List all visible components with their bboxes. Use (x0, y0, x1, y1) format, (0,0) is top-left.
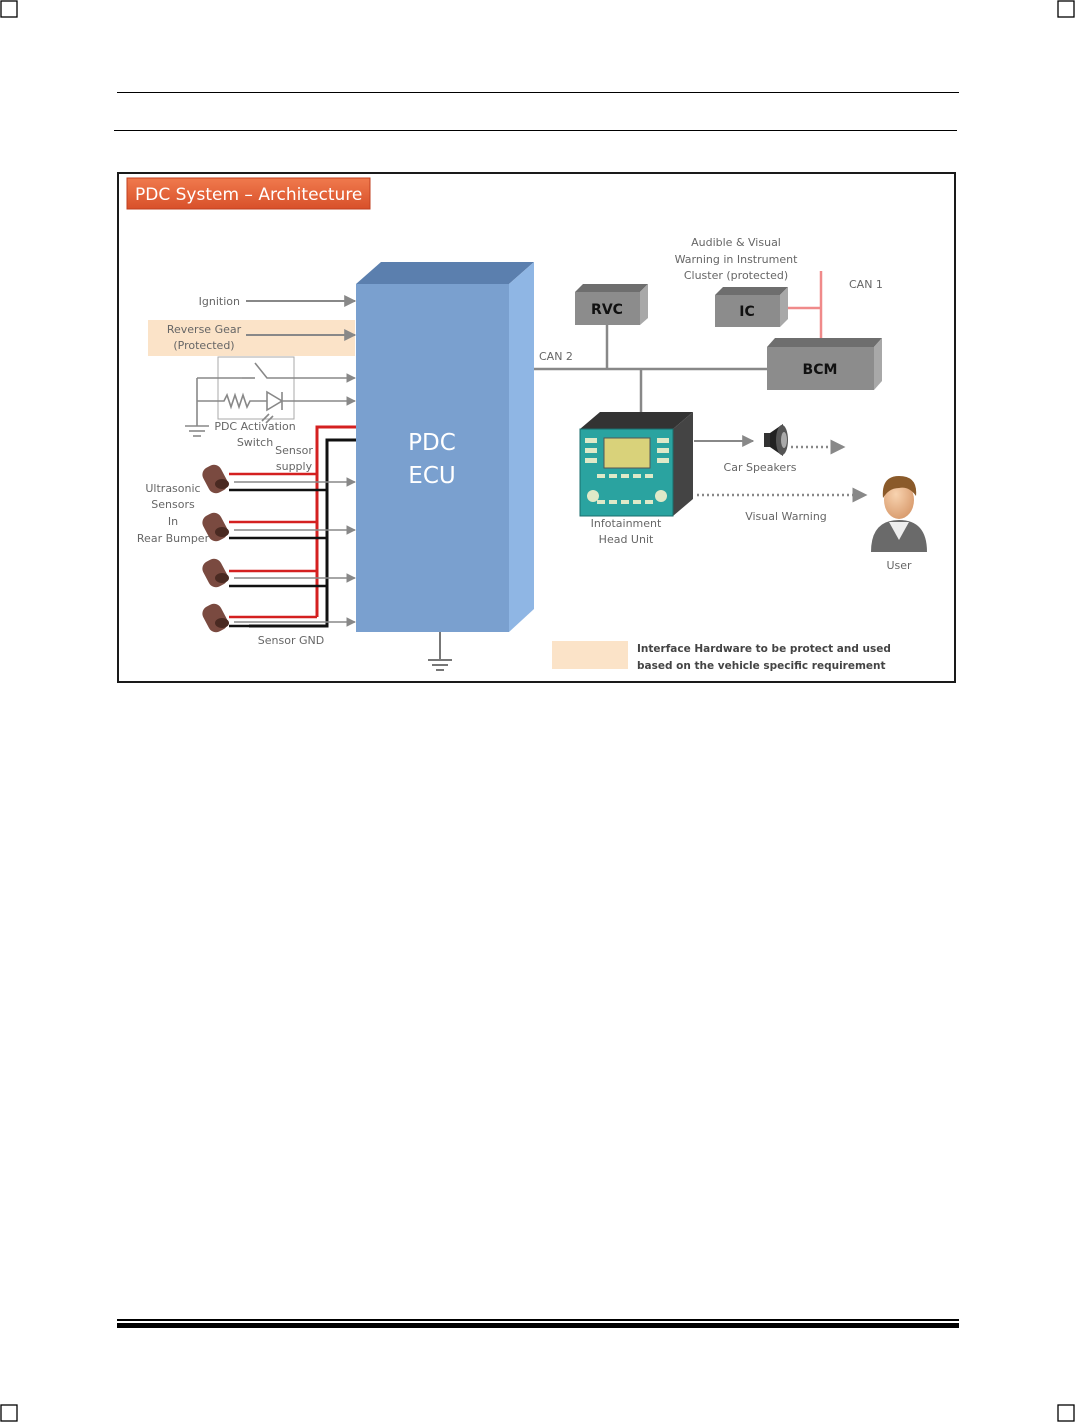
sensors-label-line1: Ultrasonic (145, 482, 200, 495)
can2-label: CAN 2 (539, 350, 573, 363)
ic-note-line2: Warning in Instrument (675, 253, 798, 266)
diagram-title-box (126, 177, 371, 210)
ultrasonic-sensor-icon (202, 464, 229, 494)
ic-note-line1: Audible & Visual (691, 236, 781, 249)
can1-bus (787, 271, 823, 338)
footer-rule-thick (117, 1323, 959, 1328)
can1-label: CAN 1 (849, 278, 883, 291)
crop-mark-top-left (0, 0, 18, 18)
user-avatar-icon (871, 476, 927, 552)
activation-switch-label-line1: PDC Activation (214, 420, 295, 433)
sensor-supply-label-line1: Sensor (275, 444, 313, 457)
head-unit-label-line1: Infotainment (591, 517, 662, 530)
bcm-module: BCM (767, 338, 882, 390)
legend-swatch (552, 641, 628, 669)
activation-switch-circuit (185, 356, 356, 437)
sensors-label-line4: Rear Bumper (137, 532, 210, 545)
sensor-supply-label-line2: supply (276, 460, 313, 473)
reverse-gear-label-line1: Reverse Gear (167, 323, 242, 336)
legend-text-line1: Interface Hardware to be protect and use… (637, 643, 891, 655)
header-rule-top (117, 92, 959, 93)
sensors-label-line3: In (168, 515, 178, 528)
ecu-label-line2: ECU (408, 463, 455, 489)
ultrasonic-sensor-icon (202, 512, 229, 542)
sensors-label-line2: Sensors (151, 498, 195, 511)
user-label: User (886, 559, 912, 572)
ecu-ground-symbol (428, 632, 452, 671)
reverse-gear-protected-area (148, 320, 355, 356)
ultrasonic-sensor-icon (202, 558, 229, 588)
legend-text-line2: based on the vehicle specific requiremen… (637, 660, 886, 672)
car-speakers-label: Car Speakers (724, 461, 797, 474)
crop-mark-top-right (1057, 0, 1075, 18)
ic-label: IC (739, 304, 754, 320)
pdc-ecu-block: PDC ECU (356, 262, 534, 632)
infotainment-head-unit (579, 412, 693, 517)
architecture-diagram: PDC System – Architecture PDC ECU Igniti… (126, 177, 927, 672)
rvc-module: RVC (575, 284, 648, 325)
ignition-label: Ignition (199, 295, 240, 308)
bcm-label: BCM (803, 362, 838, 378)
sensor-wiring (229, 425, 356, 628)
ic-note-line3: Cluster (protected) (684, 269, 788, 282)
activation-switch-label-line2: Switch (237, 436, 273, 449)
header-rule-bottom (114, 130, 957, 131)
pdc-architecture-figure: PDC System – Architecture PDC ECU Igniti… (117, 172, 956, 683)
ic-module: IC (715, 287, 788, 327)
rvc-label: RVC (591, 302, 623, 318)
ecu-label-line1: PDC (408, 430, 456, 456)
footer-rule-thin (117, 1319, 959, 1321)
speaker-icon (764, 424, 788, 456)
diagram-title: PDC System – Architecture (135, 185, 362, 205)
sensor-signal-arrows (234, 477, 356, 627)
crop-mark-bottom-left (0, 1404, 18, 1422)
reverse-gear-label-line2: (Protected) (173, 339, 234, 352)
ultrasonic-sensor-icon (202, 603, 229, 633)
crop-mark-bottom-right (1057, 1404, 1075, 1422)
visual-warning-label: Visual Warning (745, 510, 827, 523)
sensor-gnd-label: Sensor GND (258, 634, 324, 647)
head-unit-label-line2: Head Unit (599, 533, 654, 546)
